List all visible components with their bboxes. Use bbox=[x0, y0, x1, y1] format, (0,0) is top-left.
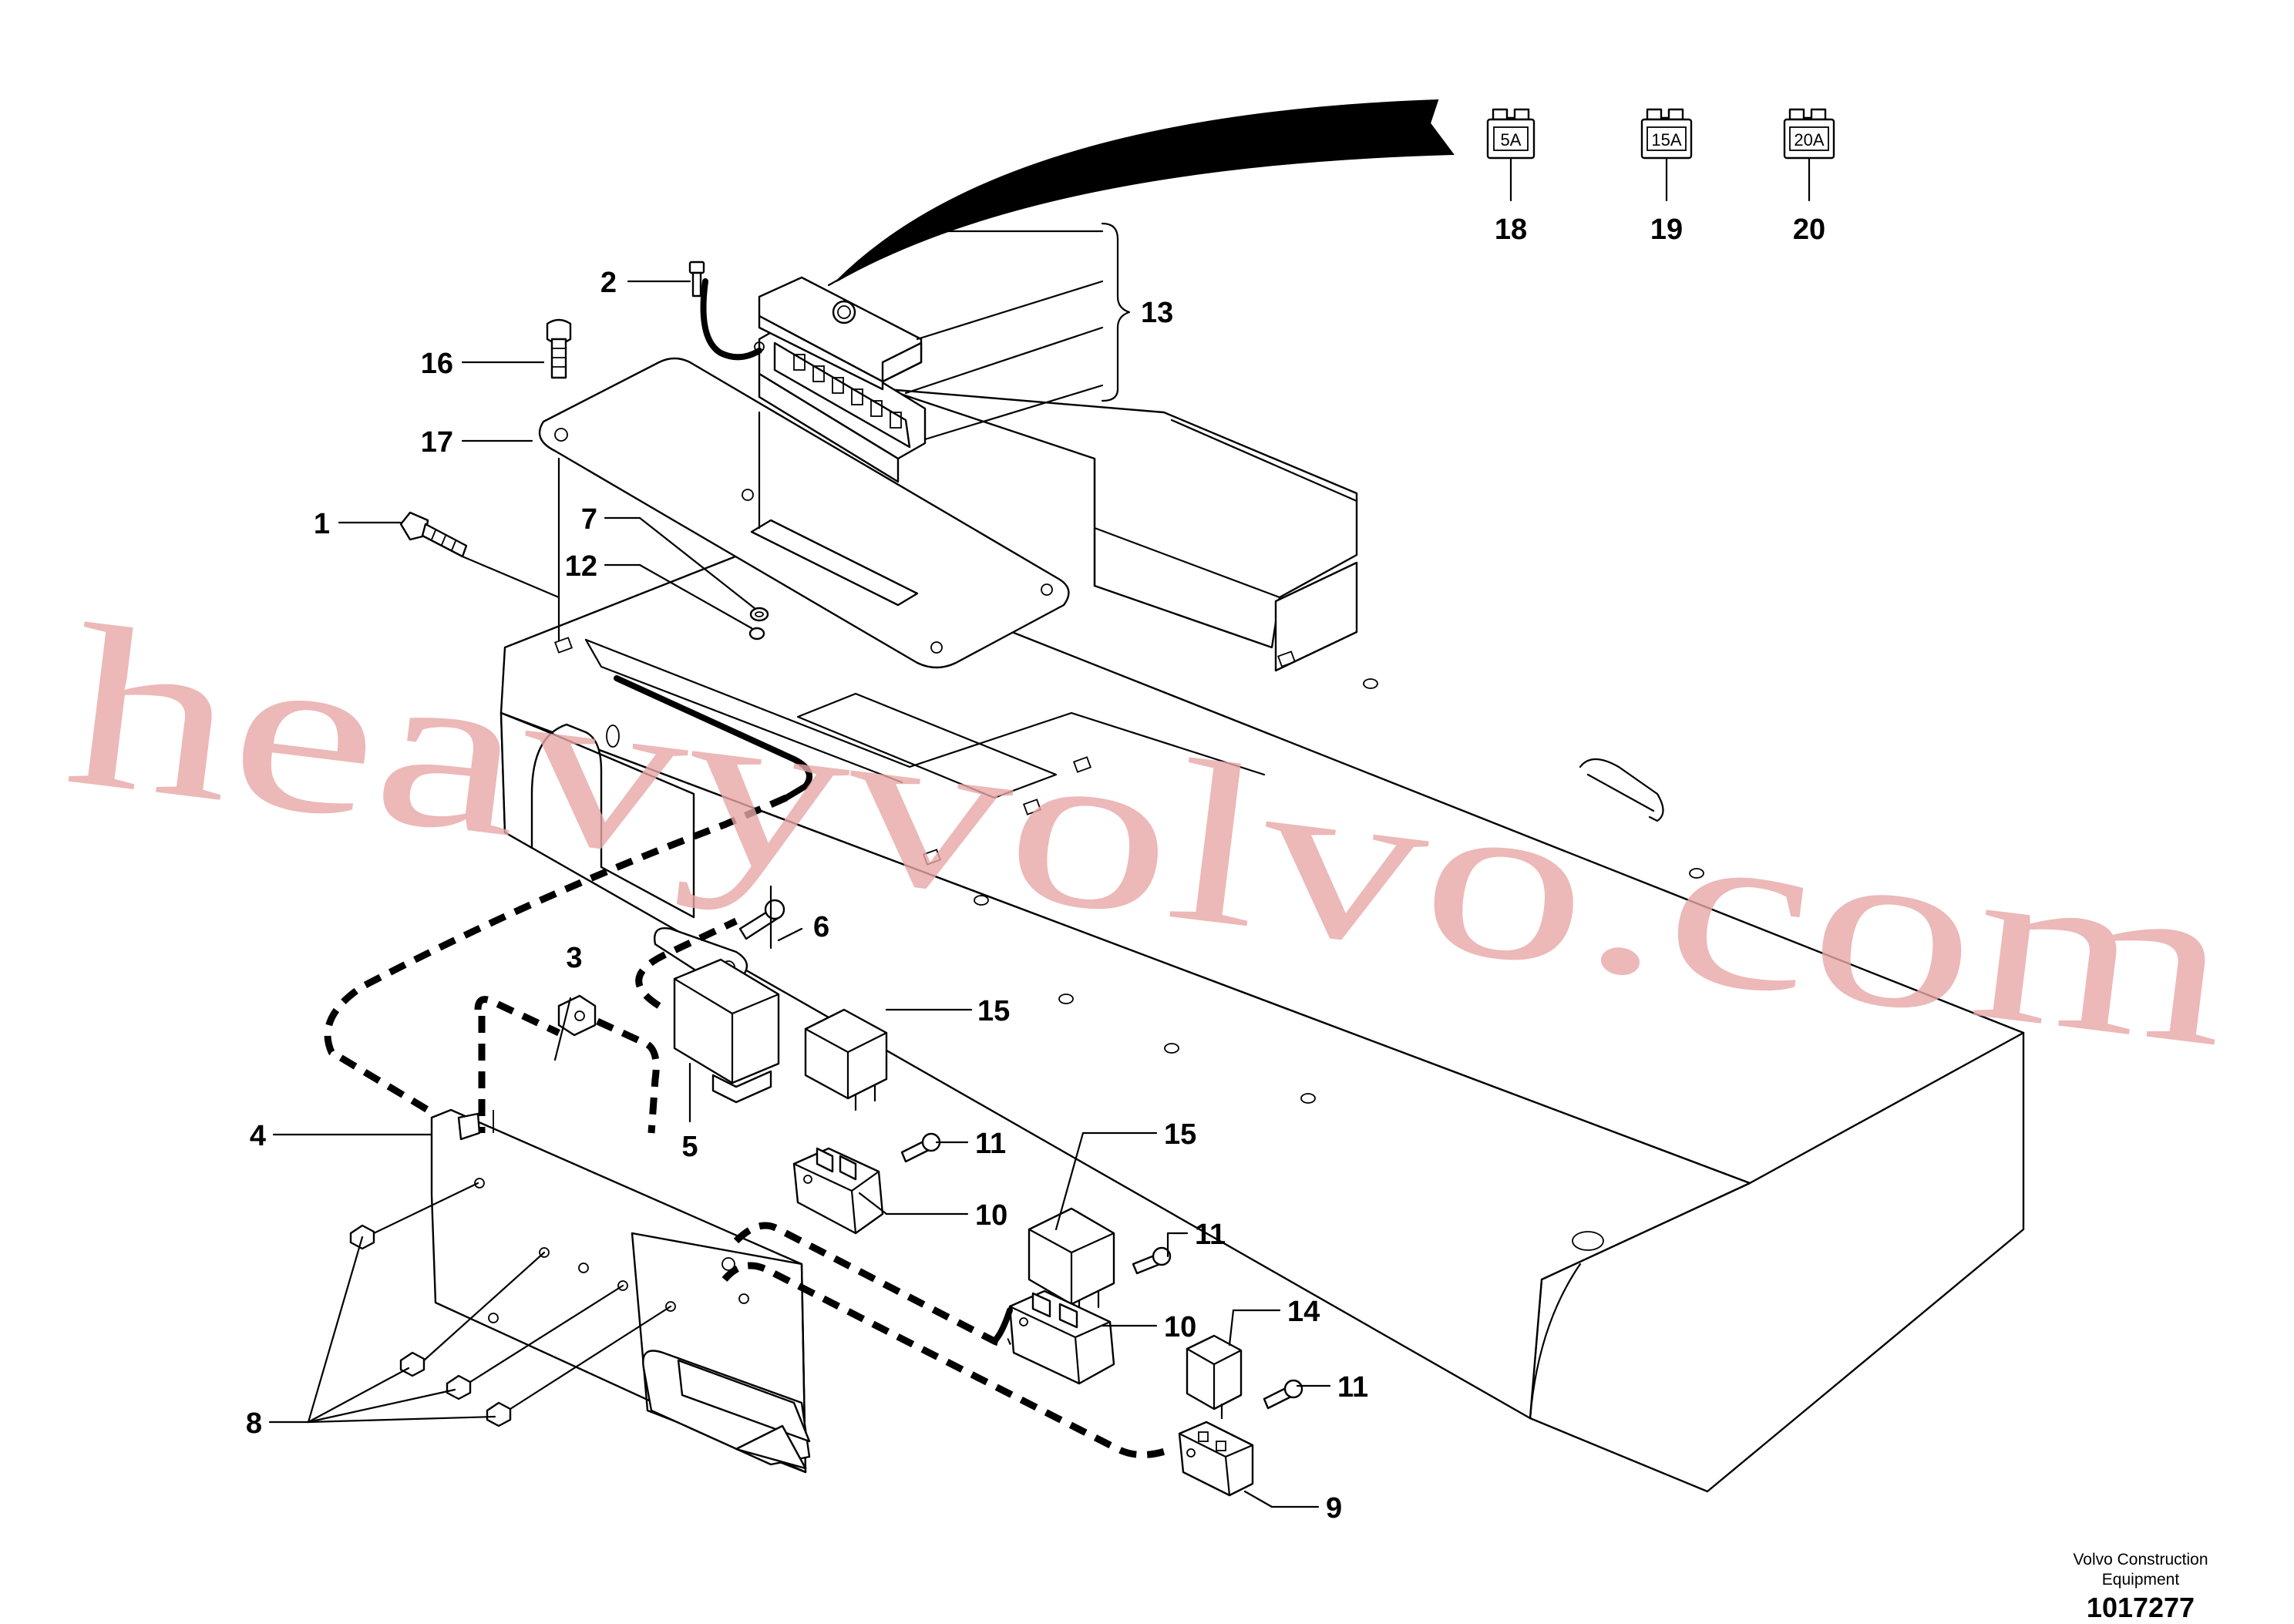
fuse-15a: 15A bbox=[1640, 108, 1693, 202]
callout-11-b: 11 bbox=[1195, 1219, 1226, 1251]
callout-3: 3 bbox=[566, 942, 582, 974]
screw-11-c bbox=[1263, 1379, 1303, 1410]
credit-line-2: Equipment bbox=[2102, 1571, 2180, 1589]
wiring bbox=[324, 278, 1173, 1458]
callout-11-c: 11 bbox=[1337, 1371, 1368, 1404]
relay-14 bbox=[1186, 1334, 1243, 1420]
nuts-8 bbox=[349, 1224, 512, 1427]
relay-socket-9 bbox=[1178, 1421, 1254, 1497]
screw-11-b bbox=[1132, 1246, 1172, 1275]
fuse-slots bbox=[793, 354, 902, 429]
relay-socket-10-lower bbox=[1008, 1289, 1115, 1385]
relay-5 bbox=[654, 927, 780, 1104]
callout-5: 5 bbox=[681, 1131, 698, 1163]
callout-15-upper: 15 bbox=[977, 995, 1010, 1027]
callout-9: 9 bbox=[1326, 1492, 1342, 1525]
callout-16: 16 bbox=[421, 348, 453, 380]
callout-1: 1 bbox=[314, 508, 330, 540]
clip-3 bbox=[557, 994, 597, 1037]
bolt-1 bbox=[399, 511, 468, 558]
screw-11-a bbox=[900, 1132, 941, 1163]
nuts-7-12 bbox=[748, 607, 769, 641]
fuse-20a: 20A bbox=[1783, 108, 1835, 202]
fuse-5a: 5A bbox=[1486, 108, 1536, 202]
callout-13: 13 bbox=[1141, 297, 1173, 329]
relay-mounting-bracket bbox=[430, 1108, 811, 1474]
callout-numbers: 2 16 17 1 7 12 13 18 19 20 6 3 15 11 5 4… bbox=[246, 214, 1825, 1525]
fuse-box-assembly bbox=[754, 276, 927, 483]
credit-line-1: Volvo Construction bbox=[2073, 1551, 2208, 1569]
fuse-rating-15a: 15A bbox=[1651, 130, 1681, 150]
callout-14: 14 bbox=[1287, 1296, 1320, 1328]
callout-15-lower: 15 bbox=[1164, 1118, 1196, 1151]
fuse-mounting-plate bbox=[538, 357, 1070, 669]
callout-18: 18 bbox=[1495, 214, 1527, 246]
fuse-rating-5a: 5A bbox=[1501, 130, 1522, 150]
callout-12: 12 bbox=[565, 550, 597, 583]
fuse-detail-arrow bbox=[836, 99, 1455, 282]
callout-20: 20 bbox=[1793, 214, 1825, 246]
callout-10-upper: 10 bbox=[975, 1199, 1007, 1232]
relay-15-upper bbox=[804, 1008, 888, 1111]
fuse-rating-20a: 20A bbox=[1794, 130, 1824, 150]
callout-19: 19 bbox=[1650, 214, 1683, 246]
callout-6: 6 bbox=[813, 911, 829, 943]
callout-2: 2 bbox=[600, 267, 617, 299]
leader-lines bbox=[268, 222, 1331, 1508]
callout-8: 8 bbox=[246, 1407, 262, 1440]
relay-socket-10-upper bbox=[792, 1147, 884, 1235]
document-number: 1017277 bbox=[2087, 1592, 2195, 1620]
screw-2 bbox=[688, 261, 705, 298]
callout-4: 4 bbox=[250, 1120, 266, 1152]
callout-7: 7 bbox=[581, 503, 597, 536]
callout-11-a: 11 bbox=[975, 1128, 1006, 1160]
callout-17: 17 bbox=[421, 426, 453, 459]
bolt-16 bbox=[546, 318, 572, 379]
relay-15-lower bbox=[1028, 1207, 1115, 1318]
callout-10-lower: 10 bbox=[1164, 1311, 1196, 1343]
cab-frame bbox=[500, 388, 2025, 1493]
